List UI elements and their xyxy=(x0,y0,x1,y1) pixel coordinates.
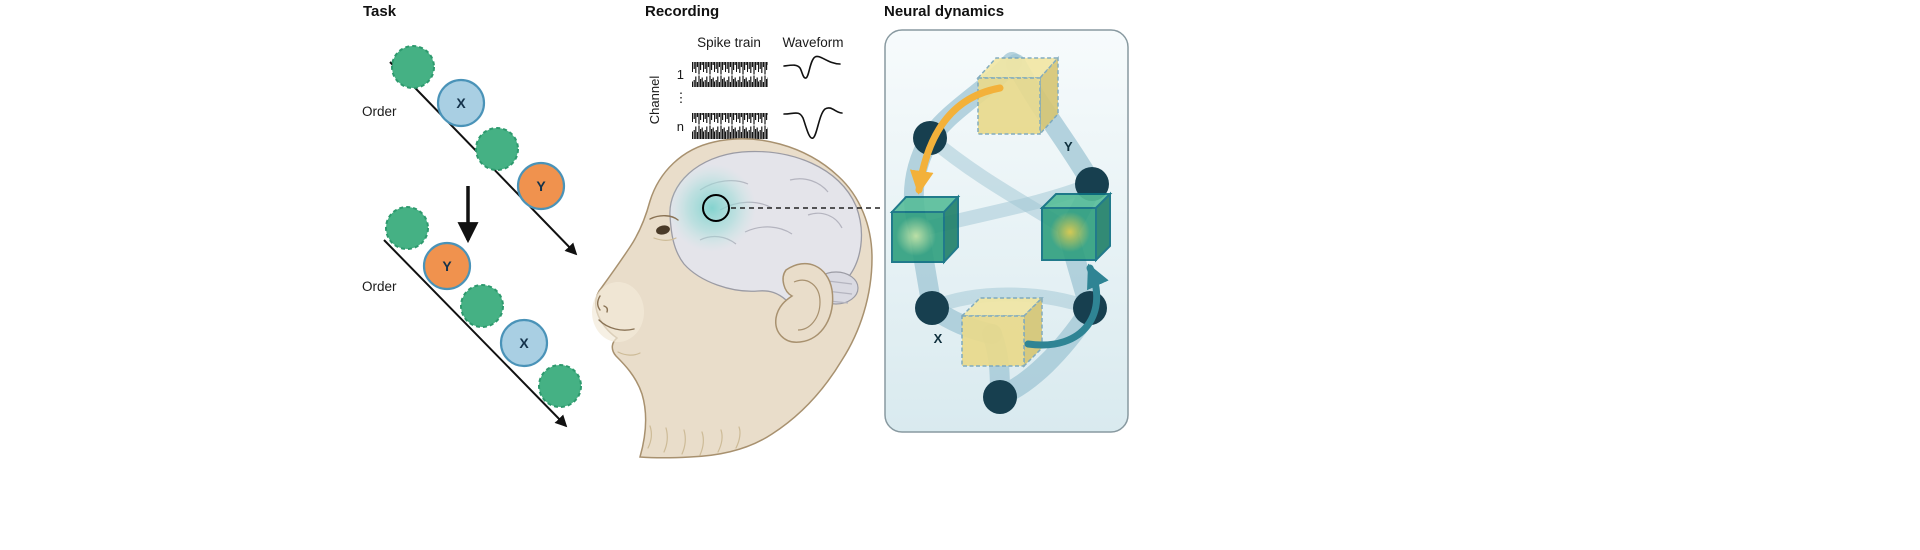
prefrontal-highlight xyxy=(668,164,756,252)
monkey-head-illustration xyxy=(592,138,884,459)
item-x-circle xyxy=(436,78,486,128)
cube-front-face xyxy=(977,77,1041,135)
channel-n-label: n xyxy=(677,119,684,134)
spike-train-label: Spike train xyxy=(697,35,761,50)
under-eye-line xyxy=(653,237,677,241)
task-title: Task xyxy=(363,3,397,20)
spike-train-channel-1 xyxy=(692,62,768,87)
chin-crease xyxy=(617,351,641,356)
attractor-node xyxy=(915,291,949,325)
cube-front-face xyxy=(961,315,1025,367)
muzzle-shading xyxy=(592,282,644,342)
order-label-2: Order xyxy=(362,279,397,294)
green-item-circle xyxy=(538,364,582,408)
brow-line xyxy=(649,215,679,221)
cube-top-face xyxy=(976,57,1060,79)
attractor-node xyxy=(983,380,1017,414)
item-x-label: X xyxy=(456,95,466,111)
channel-1-label: 1 xyxy=(677,67,684,82)
neural-x-label: X xyxy=(934,331,943,346)
channel-axis-label: Channel xyxy=(647,76,662,125)
order-arrow-2 xyxy=(383,239,568,428)
fur-strokes xyxy=(647,425,741,456)
green-item-circle xyxy=(475,127,519,171)
mouth-line xyxy=(598,319,635,331)
waveform-channel-1 xyxy=(783,55,841,79)
cube-side-face xyxy=(1039,56,1059,136)
ear xyxy=(775,262,834,343)
transition-arrow-y xyxy=(909,84,1004,195)
channel-dots: ⋮ xyxy=(675,90,688,105)
task-sequence-2: Order Y X xyxy=(362,206,582,428)
green-item-circle xyxy=(385,206,429,250)
order-label-1: Order xyxy=(362,104,397,119)
eye xyxy=(656,225,670,235)
task-sequence-1: Order X Y xyxy=(362,45,578,256)
neural-dynamics-title: Neural dynamics xyxy=(884,3,1004,20)
nostril xyxy=(603,305,609,313)
neural-y-label: Y xyxy=(1064,139,1073,154)
recording-site-circle xyxy=(702,194,730,222)
waveform-label: Waveform xyxy=(782,35,843,50)
item-y-circle xyxy=(422,241,472,291)
item-y-label: Y xyxy=(442,258,452,274)
state-cube-y xyxy=(976,56,1060,136)
item-x-label: X xyxy=(519,335,529,351)
item-x-circle xyxy=(499,318,549,368)
item-y-circle xyxy=(516,161,566,211)
cube-inner-glow xyxy=(896,216,936,256)
panel-recording: Recording Spike train Waveform Channel 1… xyxy=(592,3,884,459)
green-item-circle xyxy=(460,284,504,328)
neural-manifold xyxy=(889,52,1113,414)
inner-ear-line xyxy=(793,279,821,331)
panel-task: Task Order X Y Order Y X xyxy=(362,3,582,428)
waveform-channel-n xyxy=(783,107,843,139)
spike-train-channel-n xyxy=(692,113,768,139)
item-y-label: Y xyxy=(536,178,546,194)
panel-neural-dynamics: Neural dynamics xyxy=(884,3,1129,433)
active-state-cube-left xyxy=(889,194,961,265)
recording-title: Recording xyxy=(645,3,719,20)
attractor-node xyxy=(1075,167,1109,201)
active-state-cube-right xyxy=(1039,191,1113,263)
state-cube-x xyxy=(960,296,1044,368)
cube-inner-glow xyxy=(1050,212,1090,252)
nose-line xyxy=(597,295,601,311)
transition-arrow-x xyxy=(1024,263,1109,349)
green-item-circle xyxy=(391,45,435,89)
